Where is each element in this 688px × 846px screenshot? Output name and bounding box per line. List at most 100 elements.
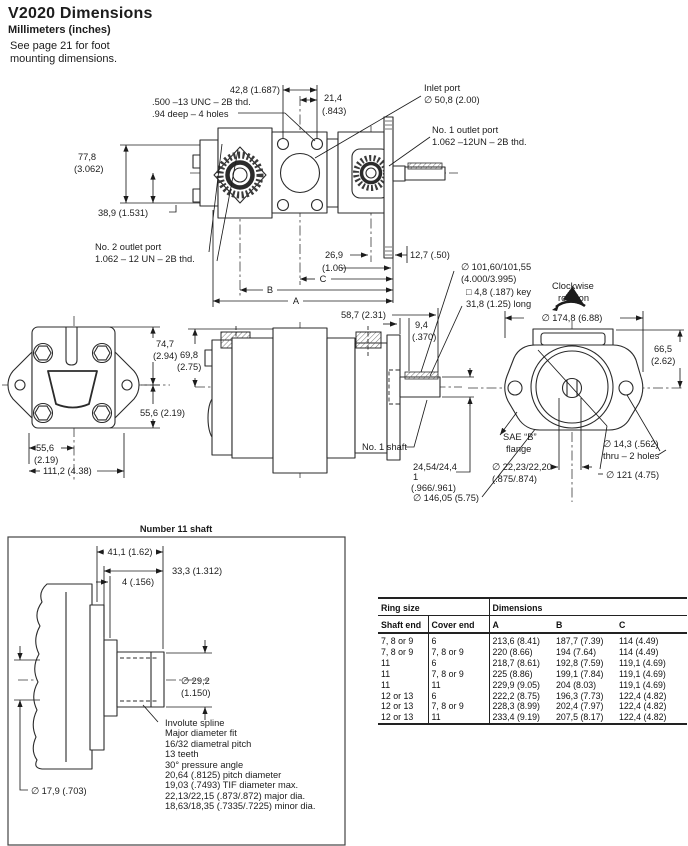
spline-note-8: 22,13/22,15 (.873/.872) major dia. [165, 791, 305, 801]
pilot-dia-line1: ∅ 22,23/22,20 [492, 462, 552, 472]
col-header-a: A [489, 615, 553, 634]
cell: 11 [378, 668, 429, 680]
front-view-drawing: 74,7 (2.94) 55,6 (2.19) 55,6 (2.19) 111,… [2, 316, 185, 480]
label-a: A [293, 296, 300, 306]
cell: 7, 8 or 9 [378, 646, 429, 658]
thd-note-line2: .94 deep – 4 holes [152, 109, 229, 119]
dim-17-9: ∅ 17,9 (.703) [31, 786, 87, 796]
cell: 6 [428, 657, 490, 669]
dim-9-4-mm: 9,4 [415, 320, 428, 330]
cell: 187,7 (7.39) [556, 636, 604, 646]
cell: 218,7 (8.61) [492, 657, 540, 668]
dim-74-7-mm: 74,7 [156, 339, 174, 349]
cell: 220 (8.66) [492, 646, 533, 657]
group-header-dimensions: Dimensions [489, 598, 687, 616]
outlet1-label1: No. 1 outlet port [432, 125, 499, 135]
cell: 12 or 13 [378, 701, 429, 713]
label-c: C [320, 274, 327, 284]
dim-121: ∅ 121 (4.75) [606, 470, 659, 480]
dim-77-8-mm: 77,8 [78, 152, 96, 162]
dim-58-7: 58,7 (2.31) [341, 310, 386, 320]
cell: 11 [378, 679, 429, 691]
dim-26-9-in: (1.06) [322, 263, 346, 273]
cell: 11 [428, 679, 490, 691]
page-header: V2020 Dimensions Millimeters (inches) [8, 5, 153, 36]
cell: 119,1 (4.69) [619, 668, 666, 679]
rotation-label1: Clockwise [552, 281, 594, 291]
shaft-side-view [399, 376, 441, 398]
col-header-b: B [553, 615, 616, 634]
cell: 12 or 13 [378, 712, 429, 725]
cell: 114 (4.49) [619, 646, 659, 657]
inlet-port-label2: ∅ 50,8 (2.00) [424, 95, 480, 105]
spline-note-6: 20,64 (.8125) pitch diameter [165, 770, 281, 780]
bore-dia-line2: (4.000/3.995) [461, 274, 516, 284]
rotation-arrow-icon [555, 286, 586, 309]
shaft-detail-box: Number 11 shaft [7, 524, 346, 846]
spline-note-1: Involute spline [165, 718, 224, 728]
page-title: V2020 Dimensions [8, 5, 153, 22]
bearing-left [216, 151, 264, 199]
dim-66-5-mm: 66,5 [654, 344, 672, 354]
flange-label2: flange [506, 444, 531, 454]
cell: 119,1 (4.69) [619, 679, 666, 690]
shaft-box-title: Number 11 shaft [140, 524, 212, 534]
thd-note-line1: .500 –13 UNC – 2B thd. [152, 97, 251, 107]
cell: 204 (8.03) [556, 679, 597, 690]
spline-notes: Involute spline Major diameter fit 16/32… [165, 718, 315, 811]
shaft-dia-line2: 1 [413, 472, 418, 482]
cell: 6 [428, 690, 490, 702]
inlet-port-circle [279, 152, 321, 194]
dim-42-8: 42,8 (1.687) [230, 85, 280, 95]
dim-21-4-mm: 21,4 [324, 93, 342, 103]
port-flange-plate [383, 116, 394, 259]
cell: 202,4 (7.97) [556, 701, 604, 712]
cell: 192,8 (7.59) [556, 657, 604, 668]
dim-174-8: ∅ 174,8 (6.88) [542, 313, 603, 323]
dim-69-8-mm: 69,8 [180, 350, 198, 360]
shaft-dia-line1: 24,54/24,4 [413, 462, 457, 472]
bore-dia-line1: ∅ 101,60/101,55 [461, 262, 531, 272]
dim-29-2-in: (1.150) [181, 688, 210, 698]
dim-74-7-in: (2.94) [153, 351, 177, 361]
spline-note-9: 18,63/18,35 (.7335/.7225) minor dia. [165, 801, 315, 811]
cell: 114 (4.49) [619, 636, 659, 646]
cell: 7, 8 or 9 [428, 668, 490, 680]
dim-111-2: 111,2 (4.38) [43, 466, 92, 476]
footnote-line1: See page 21 for foot [10, 40, 110, 52]
shaft-dia-line3: (.966/.961) [411, 483, 456, 493]
cell: 233,4 (9.19) [492, 712, 540, 723]
page-subtitle: Millimeters (inches) [8, 24, 111, 36]
spline-note-2: Major diameter fit [165, 728, 237, 738]
dim-55-6-right: 55,6 (2.19) [140, 408, 185, 418]
dim-26-9-mm: 26,9 [325, 250, 343, 260]
spline-note-5: 30° pressure angle [165, 760, 243, 770]
dim-55-6-in: (2.19) [34, 455, 58, 465]
dim-29-2-mm: ∅ 29,2 [181, 676, 210, 686]
spline-note-7: 19,03 (.7493) TIF diameter max. [165, 780, 298, 790]
dim-38-9: 38,9 (1.531) [98, 208, 148, 218]
flange-label1: SAE “B” [503, 432, 537, 442]
cell: 11 [378, 657, 429, 669]
col-header-shaft-end: Shaft end [378, 615, 429, 634]
pilot-dia-line2: (.875/.874) [492, 474, 537, 484]
dim-146: ∅ 146,05 (5.75) [413, 493, 479, 503]
cell: 228,3 (8.99) [492, 701, 540, 712]
col-header-c: C [616, 615, 687, 634]
dim-4: 4 (.156) [122, 577, 154, 587]
spline-note-3: 16/32 diametral pitch [165, 739, 251, 749]
rear-view-drawing: ∅ 174,8 (6.88) 66,5 (2.62) Clockwise rot… [468, 281, 684, 502]
dim-77-8-in: (3.062) [74, 164, 103, 174]
port-cavity [47, 370, 98, 409]
footnote: See page 21 for foot mounting dimensions… [10, 40, 117, 66]
spline-note-4: 13 teeth [165, 749, 199, 759]
dim-33-3: 33,3 (1.312) [172, 566, 222, 576]
cell: 122,4 (4.82) [619, 690, 667, 701]
cell: 7, 8 or 9 [428, 646, 490, 658]
